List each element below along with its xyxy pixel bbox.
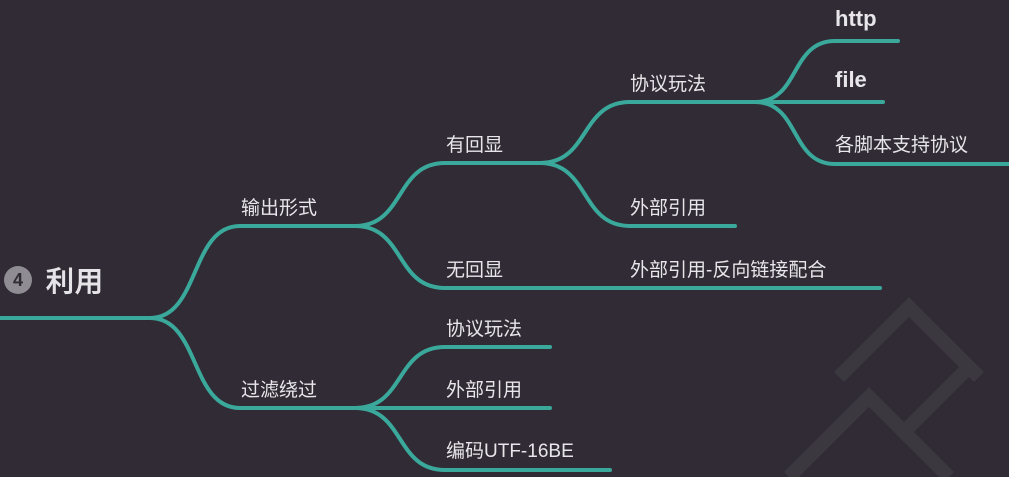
connector-output-noecho <box>353 224 882 290</box>
node-external-reverse-link[interactable]: 外部引用-反向链接配合 <box>630 260 827 281</box>
connector-echo-protocol <box>538 100 757 165</box>
node-http[interactable]: http <box>835 6 877 31</box>
watermark-logo <box>784 297 984 477</box>
priority-badge: 4 <box>4 266 32 294</box>
connector-filter-protocol <box>353 345 552 410</box>
connector-root-filter <box>148 316 357 410</box>
node-script-protocols[interactable]: 各脚本支持协议 <box>835 135 969 156</box>
connector-filter-encoding <box>353 406 612 472</box>
node-protocol-play[interactable]: 协议玩法 <box>630 74 707 95</box>
connector-protocol-script <box>753 100 1009 166</box>
node-file[interactable]: file <box>835 67 867 92</box>
node-external-ref[interactable]: 外部引用 <box>630 198 707 219</box>
connector-echo-external <box>538 161 737 228</box>
node-filter-bypass[interactable]: 过滤绕过 <box>241 380 318 401</box>
connector-root-output <box>148 224 357 320</box>
node-filter-external[interactable]: 外部引用 <box>446 380 523 401</box>
connector-protocol-http <box>753 39 900 104</box>
root-label: 利用 <box>46 266 105 297</box>
node-no-echo[interactable]: 无回显 <box>446 260 504 281</box>
node-filter-protocol[interactable]: 协议玩法 <box>446 319 523 340</box>
node-echo[interactable]: 有回显 <box>446 135 504 156</box>
node-output-form[interactable]: 输出形式 <box>241 198 318 219</box>
root-node[interactable]: 4 利用 <box>4 260 104 300</box>
connector-output-echo <box>353 161 542 228</box>
node-filter-encoding[interactable]: 编码UTF-16BE <box>446 441 574 462</box>
